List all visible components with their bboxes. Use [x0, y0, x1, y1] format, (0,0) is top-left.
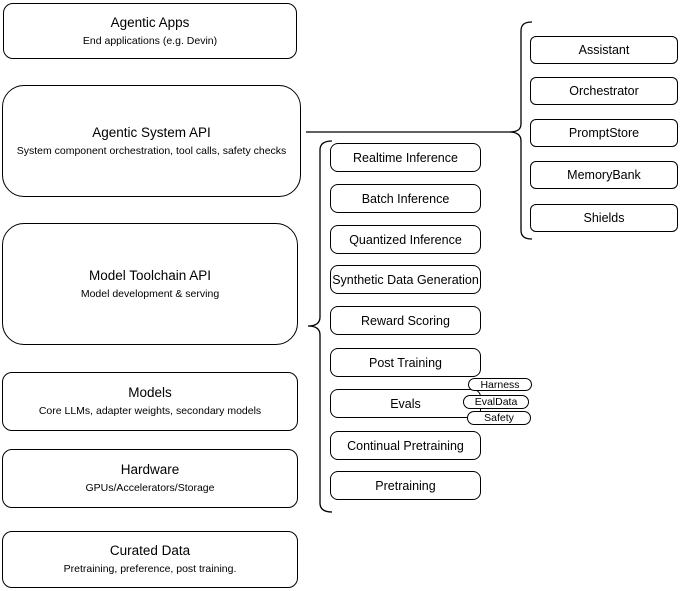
node-subtitle: System component orchestration, tool cal…	[16, 144, 287, 157]
node-quantized-inference: Quantized Inference	[330, 225, 481, 254]
node-shields: Shields	[530, 204, 678, 232]
node-label: Realtime Inference	[353, 150, 458, 165]
toolchain-bracket	[307, 140, 333, 513]
node-label: Reward Scoring	[361, 313, 450, 328]
node-title: Hardware	[120, 462, 180, 478]
node-subtitle: End applications (e.g. Devin)	[82, 34, 218, 47]
node-memorybank: MemoryBank	[530, 161, 678, 189]
node-synthetic-data-generation: Synthetic Data Generation	[330, 265, 481, 294]
node-evals: Evals	[330, 389, 481, 418]
node-subtitle: GPUs/Accelerators/Storage	[85, 482, 215, 495]
node-reward-scoring: Reward Scoring	[330, 306, 481, 335]
tag-label: Safety	[484, 412, 514, 424]
node-label: Assistant	[578, 43, 630, 57]
node-realtime-inference: Realtime Inference	[330, 143, 481, 172]
node-subtitle: Core LLMs, adapter weights, secondary mo…	[38, 405, 262, 418]
node-assistant: Assistant	[530, 36, 678, 64]
node-post-training: Post Training	[330, 348, 481, 377]
node-label: Synthetic Data Generation	[332, 272, 479, 287]
node-label: Post Training	[369, 355, 442, 370]
node-title: Model Toolchain API	[88, 267, 212, 283]
tag-label: EvalData	[474, 396, 518, 408]
node-orchestrator: Orchestrator	[530, 77, 678, 105]
node-models: Models Core LLMs, adapter weights, secon…	[2, 372, 298, 431]
node-promptstore: PromptStore	[530, 119, 678, 147]
node-label: Pretraining	[375, 478, 436, 493]
tag-evaldata: EvalData	[463, 395, 529, 409]
node-continual-pretraining: Continual Pretraining	[330, 431, 481, 460]
tag-label: Harness	[480, 378, 520, 391]
node-subtitle: Pretraining, preference, post training.	[63, 563, 237, 576]
node-title: Agentic System API	[92, 124, 211, 140]
node-title: Models	[128, 385, 172, 401]
node-title: Curated Data	[109, 543, 191, 559]
node-label: Quantized Inference	[349, 232, 462, 247]
tag-safety: Safety	[467, 411, 531, 425]
node-label: PromptStore	[568, 126, 640, 140]
node-agentic-system-api: Agentic System API System component orch…	[2, 85, 301, 197]
node-batch-inference: Batch Inference	[330, 184, 481, 213]
node-label: Continual Pretraining	[347, 438, 464, 453]
node-pretraining: Pretraining	[330, 471, 481, 500]
node-label: Batch Inference	[361, 191, 450, 206]
node-curated-data: Curated Data Pretraining, preference, po…	[2, 531, 298, 588]
node-model-toolchain-api: Model Toolchain API Model development & …	[2, 223, 298, 345]
tag-harness: Harness	[468, 378, 532, 391]
node-title: Agentic Apps	[110, 14, 190, 30]
node-subtitle: Model development & serving	[80, 287, 220, 300]
system-components-bracket	[508, 21, 533, 240]
node-label: Evals	[390, 396, 421, 411]
node-label: Orchestrator	[569, 84, 639, 98]
node-label: MemoryBank	[567, 168, 641, 182]
node-label: Shields	[583, 211, 625, 225]
node-hardware: Hardware GPUs/Accelerators/Storage	[2, 449, 298, 508]
node-agentic-apps: Agentic Apps End applications (e.g. Devi…	[3, 3, 297, 59]
